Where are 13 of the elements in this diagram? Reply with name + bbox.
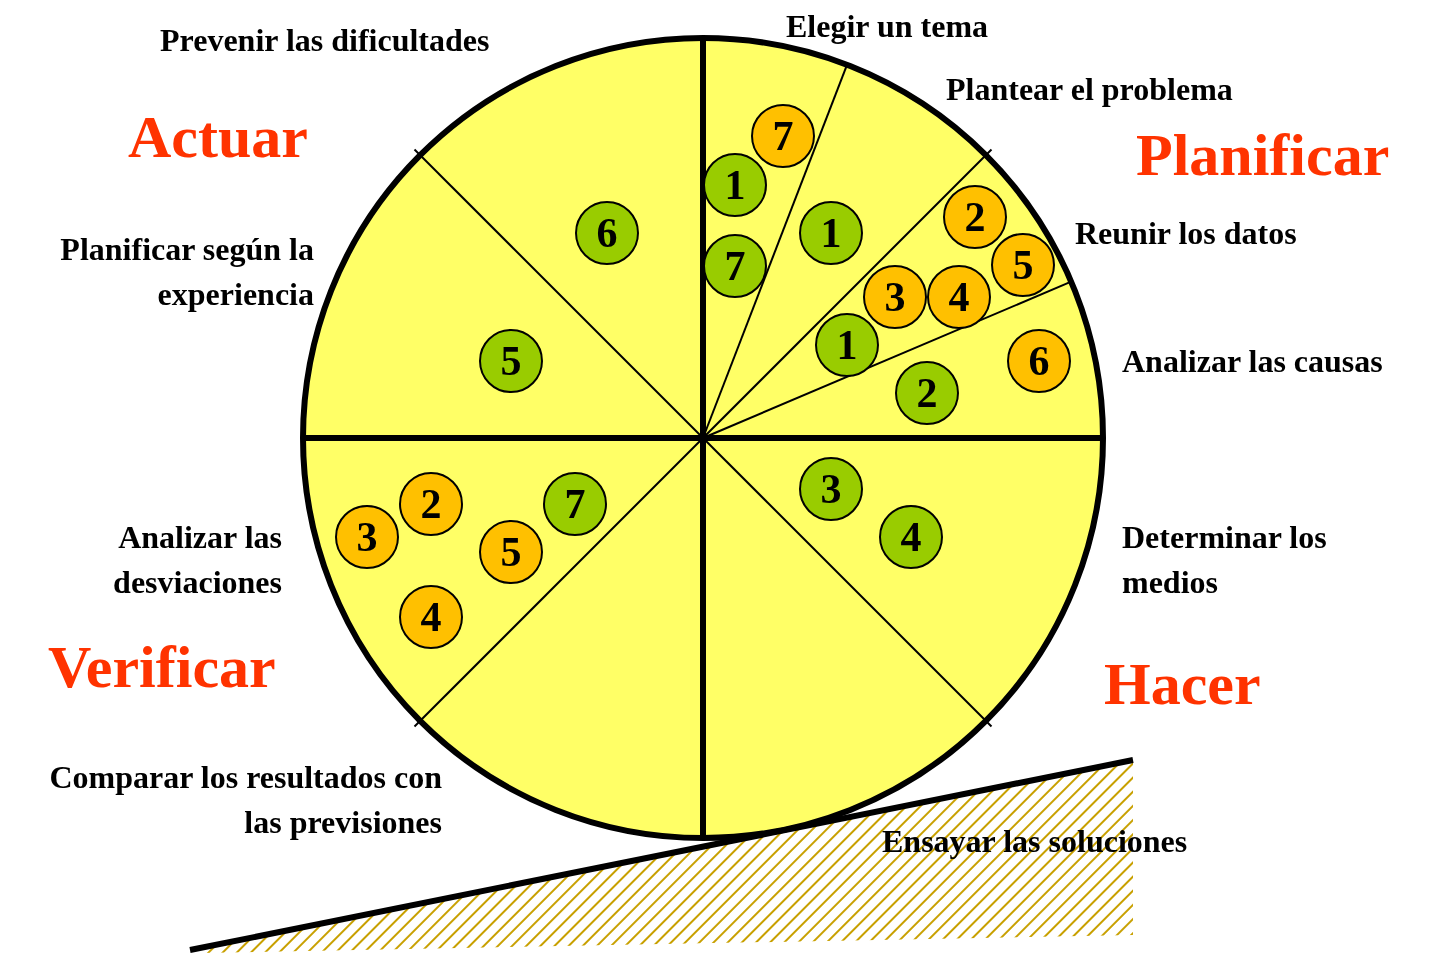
step-label: Prevenir las dificultades bbox=[160, 21, 491, 60]
step-label: Determinar los medios bbox=[1122, 518, 1328, 602]
step-label: Elegir un tema bbox=[786, 7, 990, 46]
phase-title: Planificar bbox=[1136, 122, 1391, 188]
step-label: Planificar según la experiencia bbox=[59, 230, 314, 314]
step-label: Analizar las causas bbox=[1122, 342, 1384, 381]
phase-title: Actuar bbox=[128, 104, 309, 170]
step-label: Reunir los datos bbox=[1075, 214, 1298, 253]
step-label: Analizar las desviaciones bbox=[112, 518, 282, 602]
phase-title: Verificar bbox=[48, 634, 277, 700]
phase-title: Hacer bbox=[1104, 651, 1262, 717]
step-label: Comparar los resultados con las previsiones bbox=[48, 758, 442, 842]
step-label: Plantear el problema bbox=[946, 70, 1234, 109]
